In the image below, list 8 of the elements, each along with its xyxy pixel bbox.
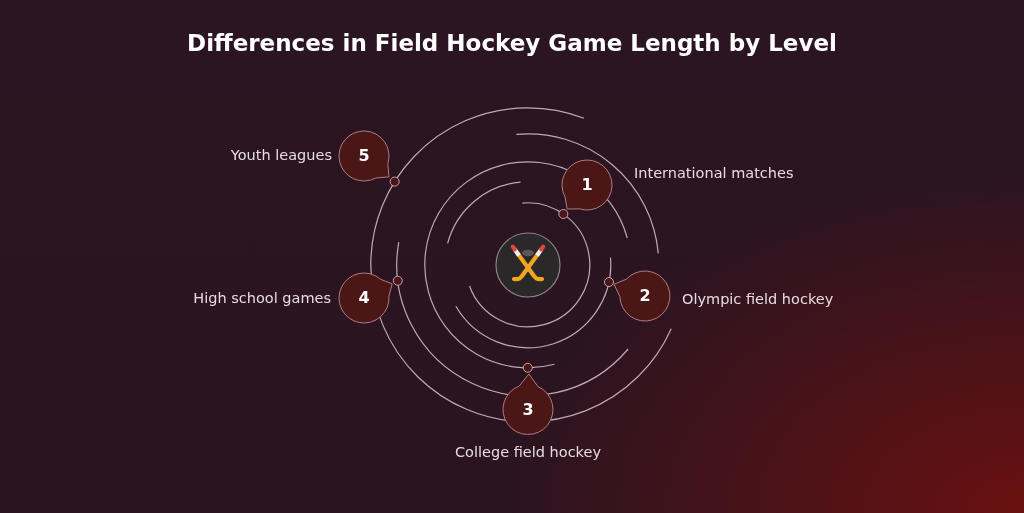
level-label: International matches	[634, 164, 794, 182]
level-label: College field hockey	[455, 443, 601, 461]
level-label: High school games	[193, 289, 331, 307]
step-number: 5	[358, 147, 370, 165]
level-label: Youth leagues	[230, 146, 332, 164]
title: Differences in Field Hockey Game Length by Level	[187, 30, 837, 58]
level-label: Olympic field hockey	[682, 290, 834, 308]
step-number: 4	[358, 289, 370, 307]
